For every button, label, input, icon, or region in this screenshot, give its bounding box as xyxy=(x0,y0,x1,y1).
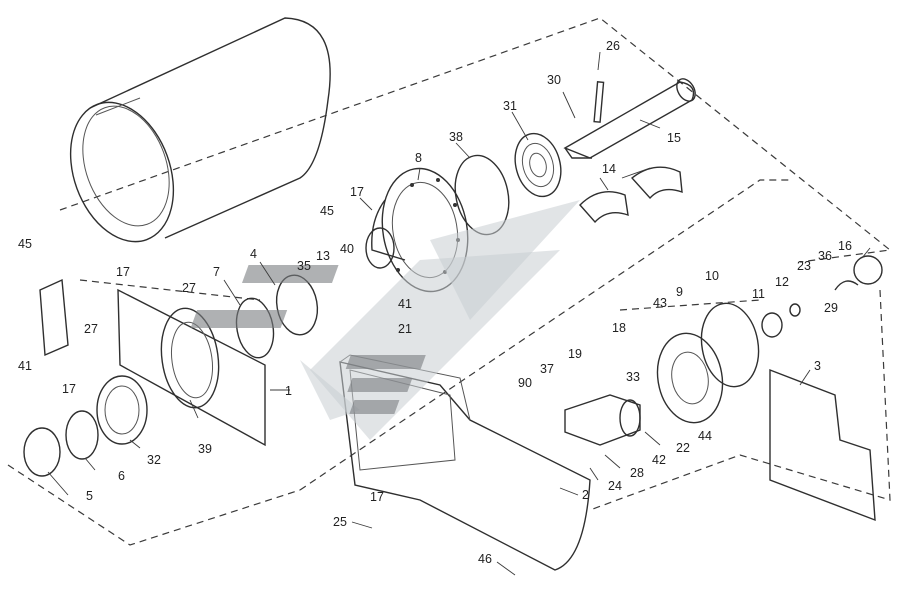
label-3: 3 xyxy=(814,359,821,373)
label-22: 22 xyxy=(676,441,690,455)
label-19: 19 xyxy=(568,347,582,361)
bearing-31 xyxy=(514,132,562,198)
label-44: 44 xyxy=(698,429,712,443)
circlip-6 xyxy=(65,410,99,460)
label-17a: 17 xyxy=(350,185,364,199)
label-43: 43 xyxy=(653,296,667,310)
label-23: 23 xyxy=(797,259,811,273)
label-6: 6 xyxy=(118,469,125,483)
label-7: 7 xyxy=(213,265,220,279)
label-2: 2 xyxy=(582,488,589,502)
label-42: 42 xyxy=(652,453,666,467)
nut-11 xyxy=(761,312,783,338)
label-41: 41 xyxy=(18,359,32,373)
label-32: 32 xyxy=(147,453,161,467)
plate-1 xyxy=(117,288,266,447)
plate-3 xyxy=(769,368,876,522)
half-shells-14 xyxy=(579,166,683,224)
label-21: 21 xyxy=(398,322,412,336)
part-labels: 26 30 31 15 38 8 14 17 45 40 13 35 4 7 4… xyxy=(18,39,852,566)
label-4: 4 xyxy=(250,247,257,261)
label-40: 40 xyxy=(340,242,354,256)
label-38: 38 xyxy=(449,130,463,144)
label-45b: 45 xyxy=(18,237,32,251)
label-8: 8 xyxy=(415,151,422,165)
ring-5 xyxy=(23,427,61,477)
label-5: 5 xyxy=(86,489,93,503)
label-14: 14 xyxy=(602,162,616,176)
label-41b: 41 xyxy=(398,297,412,311)
label-17c: 17 xyxy=(62,382,76,396)
label-39: 39 xyxy=(198,442,212,456)
dashed-outlines xyxy=(7,17,892,546)
bracket-41 xyxy=(39,278,69,357)
label-33: 33 xyxy=(626,370,640,384)
label-31: 31 xyxy=(503,99,517,113)
label-36: 36 xyxy=(818,249,832,263)
clip-36 xyxy=(834,280,859,291)
label-24: 24 xyxy=(608,479,622,493)
watermark-logo xyxy=(190,200,580,440)
label-1: 1 xyxy=(285,384,292,398)
label-16: 16 xyxy=(838,239,852,253)
hydraulic-motor-42 xyxy=(564,394,641,446)
label-27a: 27 xyxy=(182,281,196,295)
gasket-10 xyxy=(700,302,760,388)
label-11: 11 xyxy=(752,287,765,301)
label-17d: 17 xyxy=(370,490,384,504)
label-29: 29 xyxy=(824,301,838,315)
label-17b: 17 xyxy=(116,265,130,279)
washer-12 xyxy=(789,303,801,317)
flange-9 xyxy=(656,332,724,424)
leader-lines xyxy=(47,51,871,576)
label-46: 46 xyxy=(478,552,492,566)
label-18: 18 xyxy=(612,321,626,335)
label-90: 90 xyxy=(518,376,532,390)
drum-cylinder xyxy=(69,17,331,243)
label-15: 15 xyxy=(667,131,681,145)
label-26: 26 xyxy=(606,39,620,53)
cap-16 xyxy=(853,255,883,285)
label-10: 10 xyxy=(705,269,719,283)
label-45a: 45 xyxy=(320,204,334,218)
label-35: 35 xyxy=(297,259,311,273)
label-27b: 27 xyxy=(84,322,98,336)
label-28: 28 xyxy=(630,466,644,480)
label-12: 12 xyxy=(775,275,789,289)
shaft-15 xyxy=(563,78,696,159)
label-25: 25 xyxy=(333,515,347,529)
bearing-32 xyxy=(96,375,148,445)
label-37: 37 xyxy=(540,362,554,376)
label-9: 9 xyxy=(676,285,683,299)
label-13: 13 xyxy=(316,249,330,263)
label-30: 30 xyxy=(547,73,561,87)
